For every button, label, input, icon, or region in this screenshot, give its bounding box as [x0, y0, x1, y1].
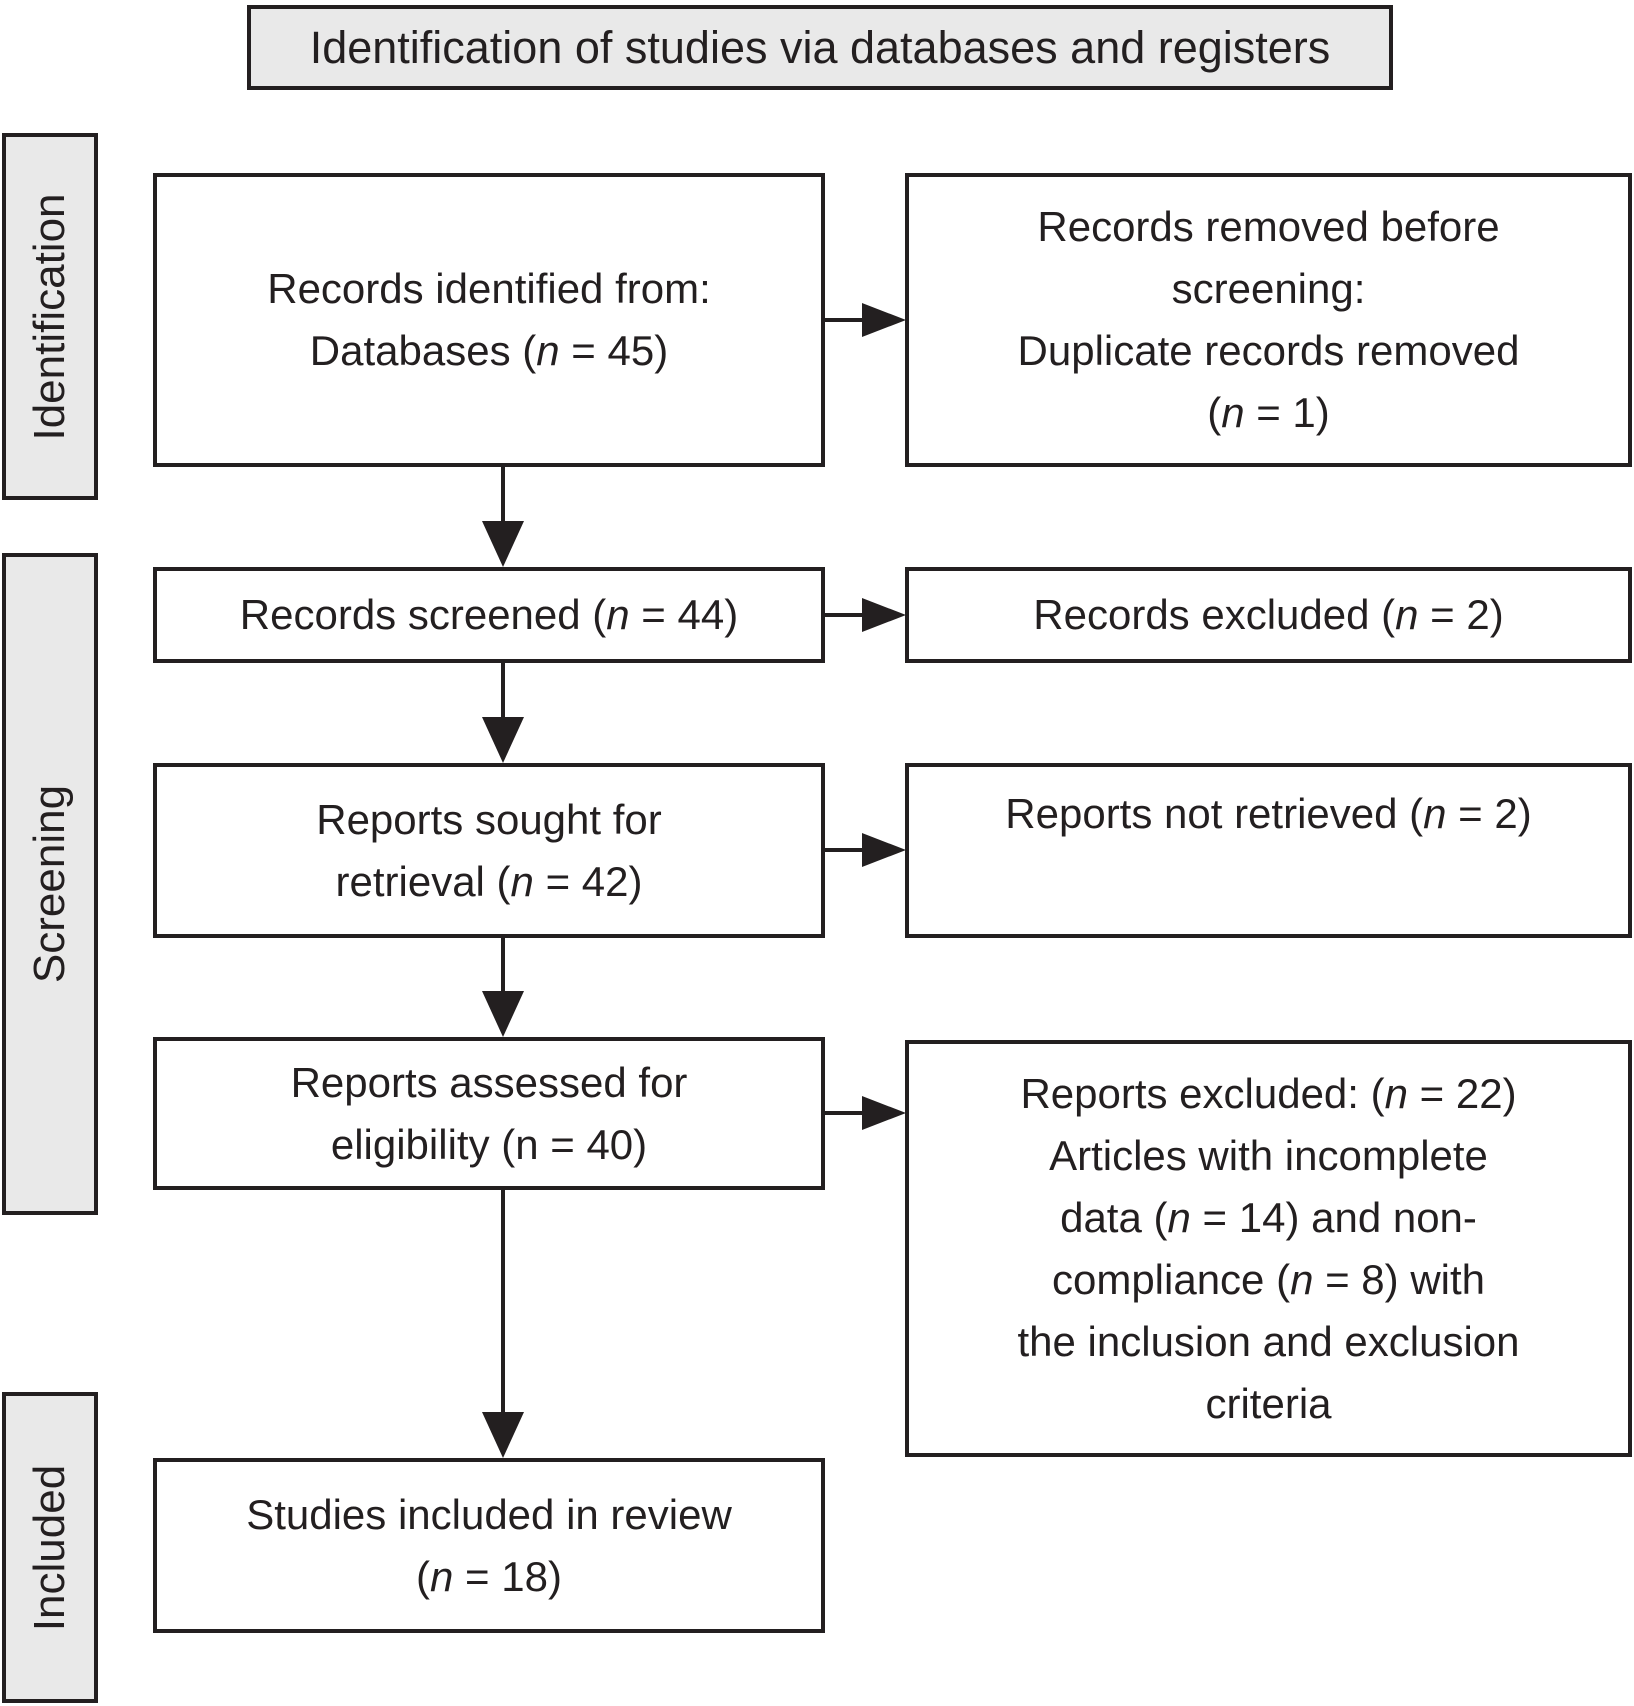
- box-line: Reports not retrieved (n = 2): [1005, 790, 1532, 837]
- box-studies-included: Studies included in review (n = 18): [153, 1458, 825, 1633]
- stage-label-identification: Identification: [2, 133, 98, 500]
- box-line: Studies included in review: [246, 1490, 732, 1538]
- stage-label-screening: Screening: [2, 553, 98, 1215]
- box-line: Reports excluded: (n = 22): [1020, 1069, 1517, 1117]
- diagram-title: Identification of studies via databases …: [309, 21, 1331, 73]
- arrow-head-right-icon: [862, 598, 906, 632]
- box-line: compliance (n = 8) with: [1051, 1255, 1486, 1303]
- box-reports-not-retrieved: Reports not retrieved (n = 2): [905, 763, 1632, 938]
- box-line: Records excluded (n = 2): [1033, 591, 1504, 638]
- arrow-stem: [825, 848, 865, 852]
- box-line: screening:: [1171, 265, 1366, 312]
- arrow-stem: [825, 1111, 865, 1115]
- stage-label-included: Included: [2, 1392, 98, 1703]
- box-line: Databases (n = 45): [309, 327, 669, 374]
- box-reports-sought: Reports sought for retrieval (n = 42): [153, 763, 825, 938]
- arrow-head-right-icon: [862, 1096, 906, 1130]
- title-box: Identification of studies via databases …: [247, 5, 1393, 90]
- stage-label-included-text: Included: [25, 1464, 74, 1631]
- arrow-stem: [825, 613, 865, 617]
- box-line: Duplicate records removed: [1017, 327, 1520, 374]
- box-line: criteria: [1205, 1379, 1332, 1427]
- box-records-screened: Records screened (n = 44): [153, 567, 825, 663]
- arrow-head-right-icon: [862, 303, 906, 337]
- box-line: data (n = 14) and non-: [1060, 1193, 1477, 1241]
- box-line: Records removed before: [1037, 203, 1500, 250]
- box-line: eligibility (n = 40): [330, 1120, 648, 1168]
- box-records-identified: Records identified from: Databases (n = …: [153, 173, 825, 467]
- box-line: Reports sought for: [316, 795, 662, 843]
- stage-label-screening-text: Screening: [25, 784, 74, 984]
- arrow-stem: [825, 318, 865, 322]
- box-line: Records screened (n = 44): [239, 591, 739, 638]
- stage-label-identification-text: Identification: [25, 192, 74, 441]
- arrow-head-right-icon: [862, 833, 906, 867]
- box-reports-assessed: Reports assessed for eligibility (n = 40…: [153, 1037, 825, 1190]
- box-records-excluded: Records excluded (n = 2): [905, 567, 1632, 663]
- arrow-head-down-icon: [482, 1412, 524, 1458]
- arrow-stem: [501, 1190, 505, 1416]
- box-reports-excluded: Reports excluded: (n = 22) Articles with…: [905, 1040, 1632, 1457]
- box-records-removed: Records removed before screening: Duplic…: [905, 173, 1632, 467]
- box-line: retrieval (n = 42): [335, 857, 643, 905]
- box-line: the inclusion and exclusion: [1017, 1317, 1520, 1365]
- arrow-stem: [501, 938, 505, 995]
- box-line: Reports assessed for: [290, 1058, 688, 1106]
- box-line: (n = 1): [1207, 389, 1330, 436]
- box-line: (n = 18): [416, 1552, 562, 1600]
- arrow-head-down-icon: [482, 521, 524, 567]
- box-line: Articles with incomplete: [1049, 1131, 1488, 1179]
- box-line: Records identified from:: [267, 265, 711, 312]
- arrow-stem: [501, 663, 505, 721]
- arrow-head-down-icon: [482, 991, 524, 1037]
- arrow-stem: [501, 467, 505, 525]
- arrow-head-down-icon: [482, 717, 524, 763]
